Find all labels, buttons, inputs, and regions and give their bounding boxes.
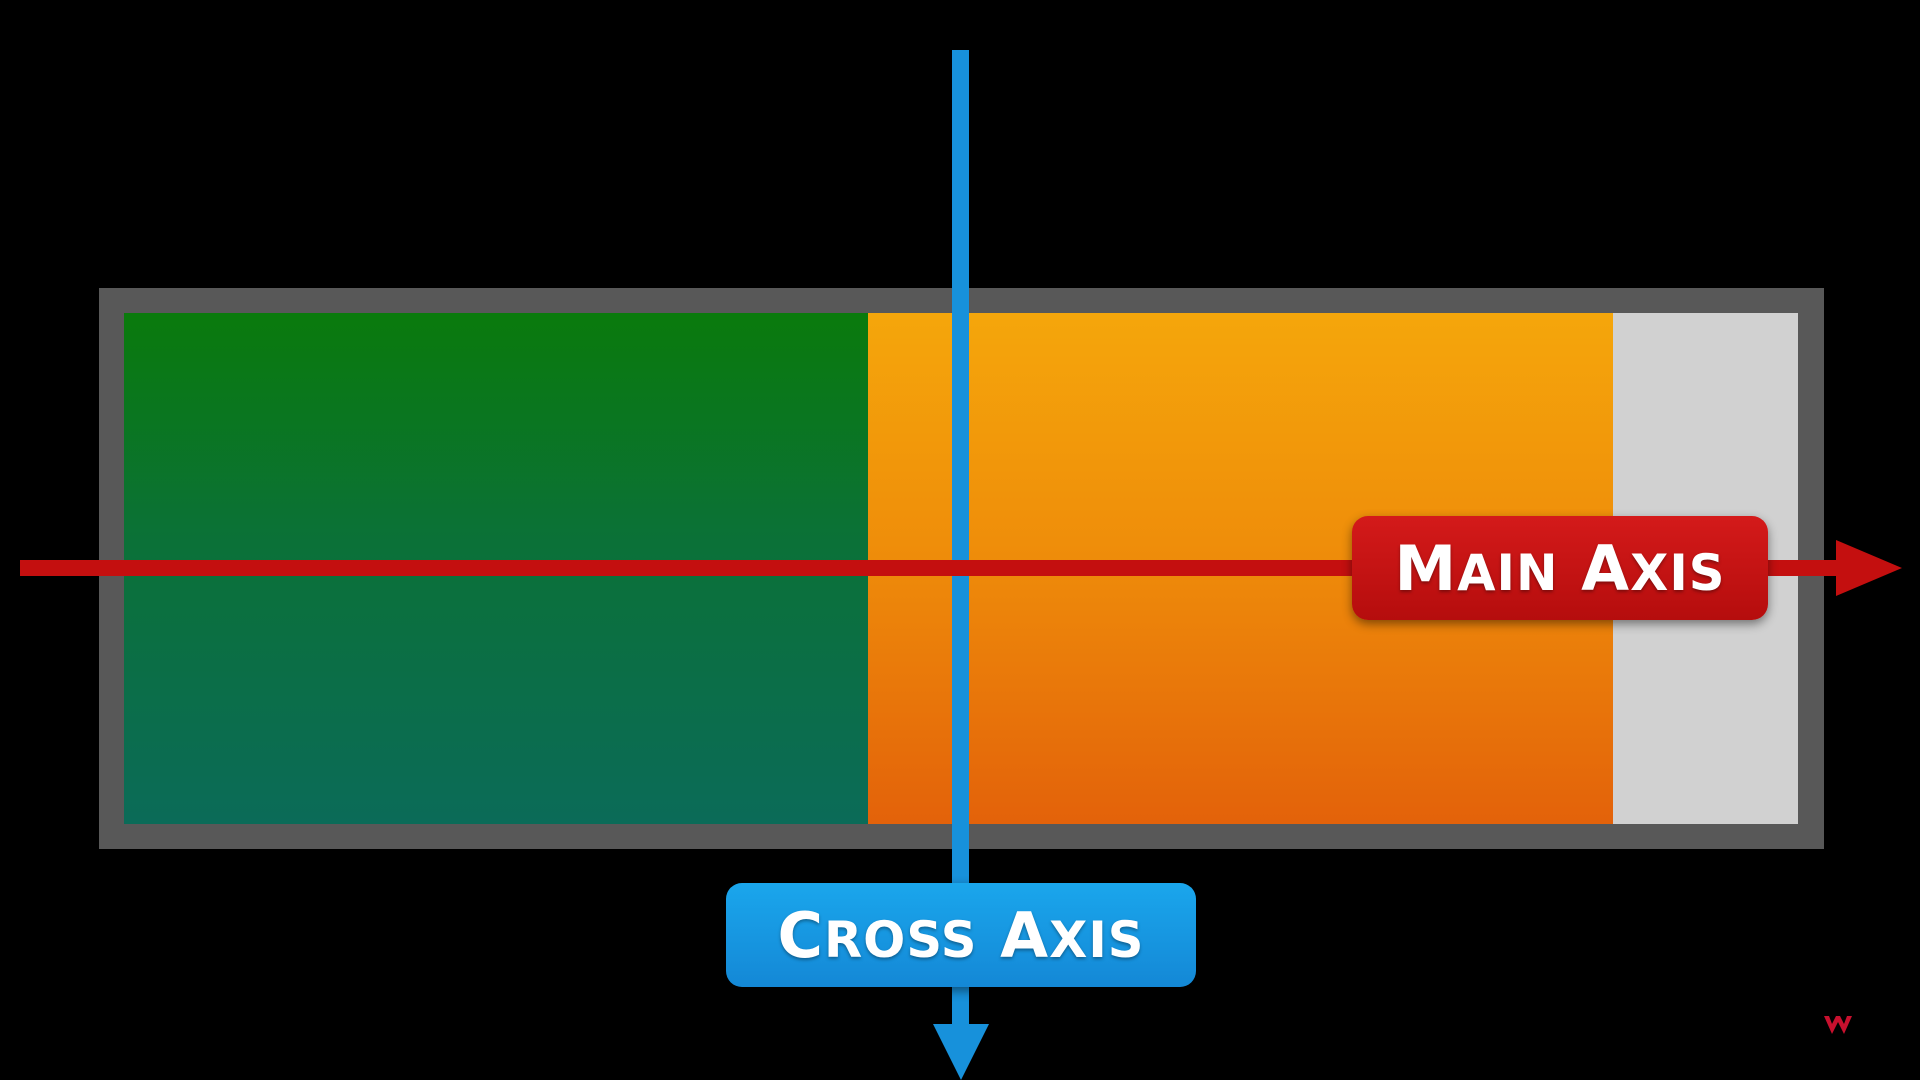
main-axis-label: MAIN AXIS — [1352, 516, 1768, 620]
cross-axis-arrow — [933, 50, 989, 1080]
cross-axis-label: CROSS AXIS — [726, 883, 1196, 987]
main-axis-label-text: MAIN AXIS — [1394, 531, 1726, 605]
cross-axis-label-text: CROSS AXIS — [777, 898, 1145, 972]
w-logo-icon — [1824, 1016, 1852, 1034]
